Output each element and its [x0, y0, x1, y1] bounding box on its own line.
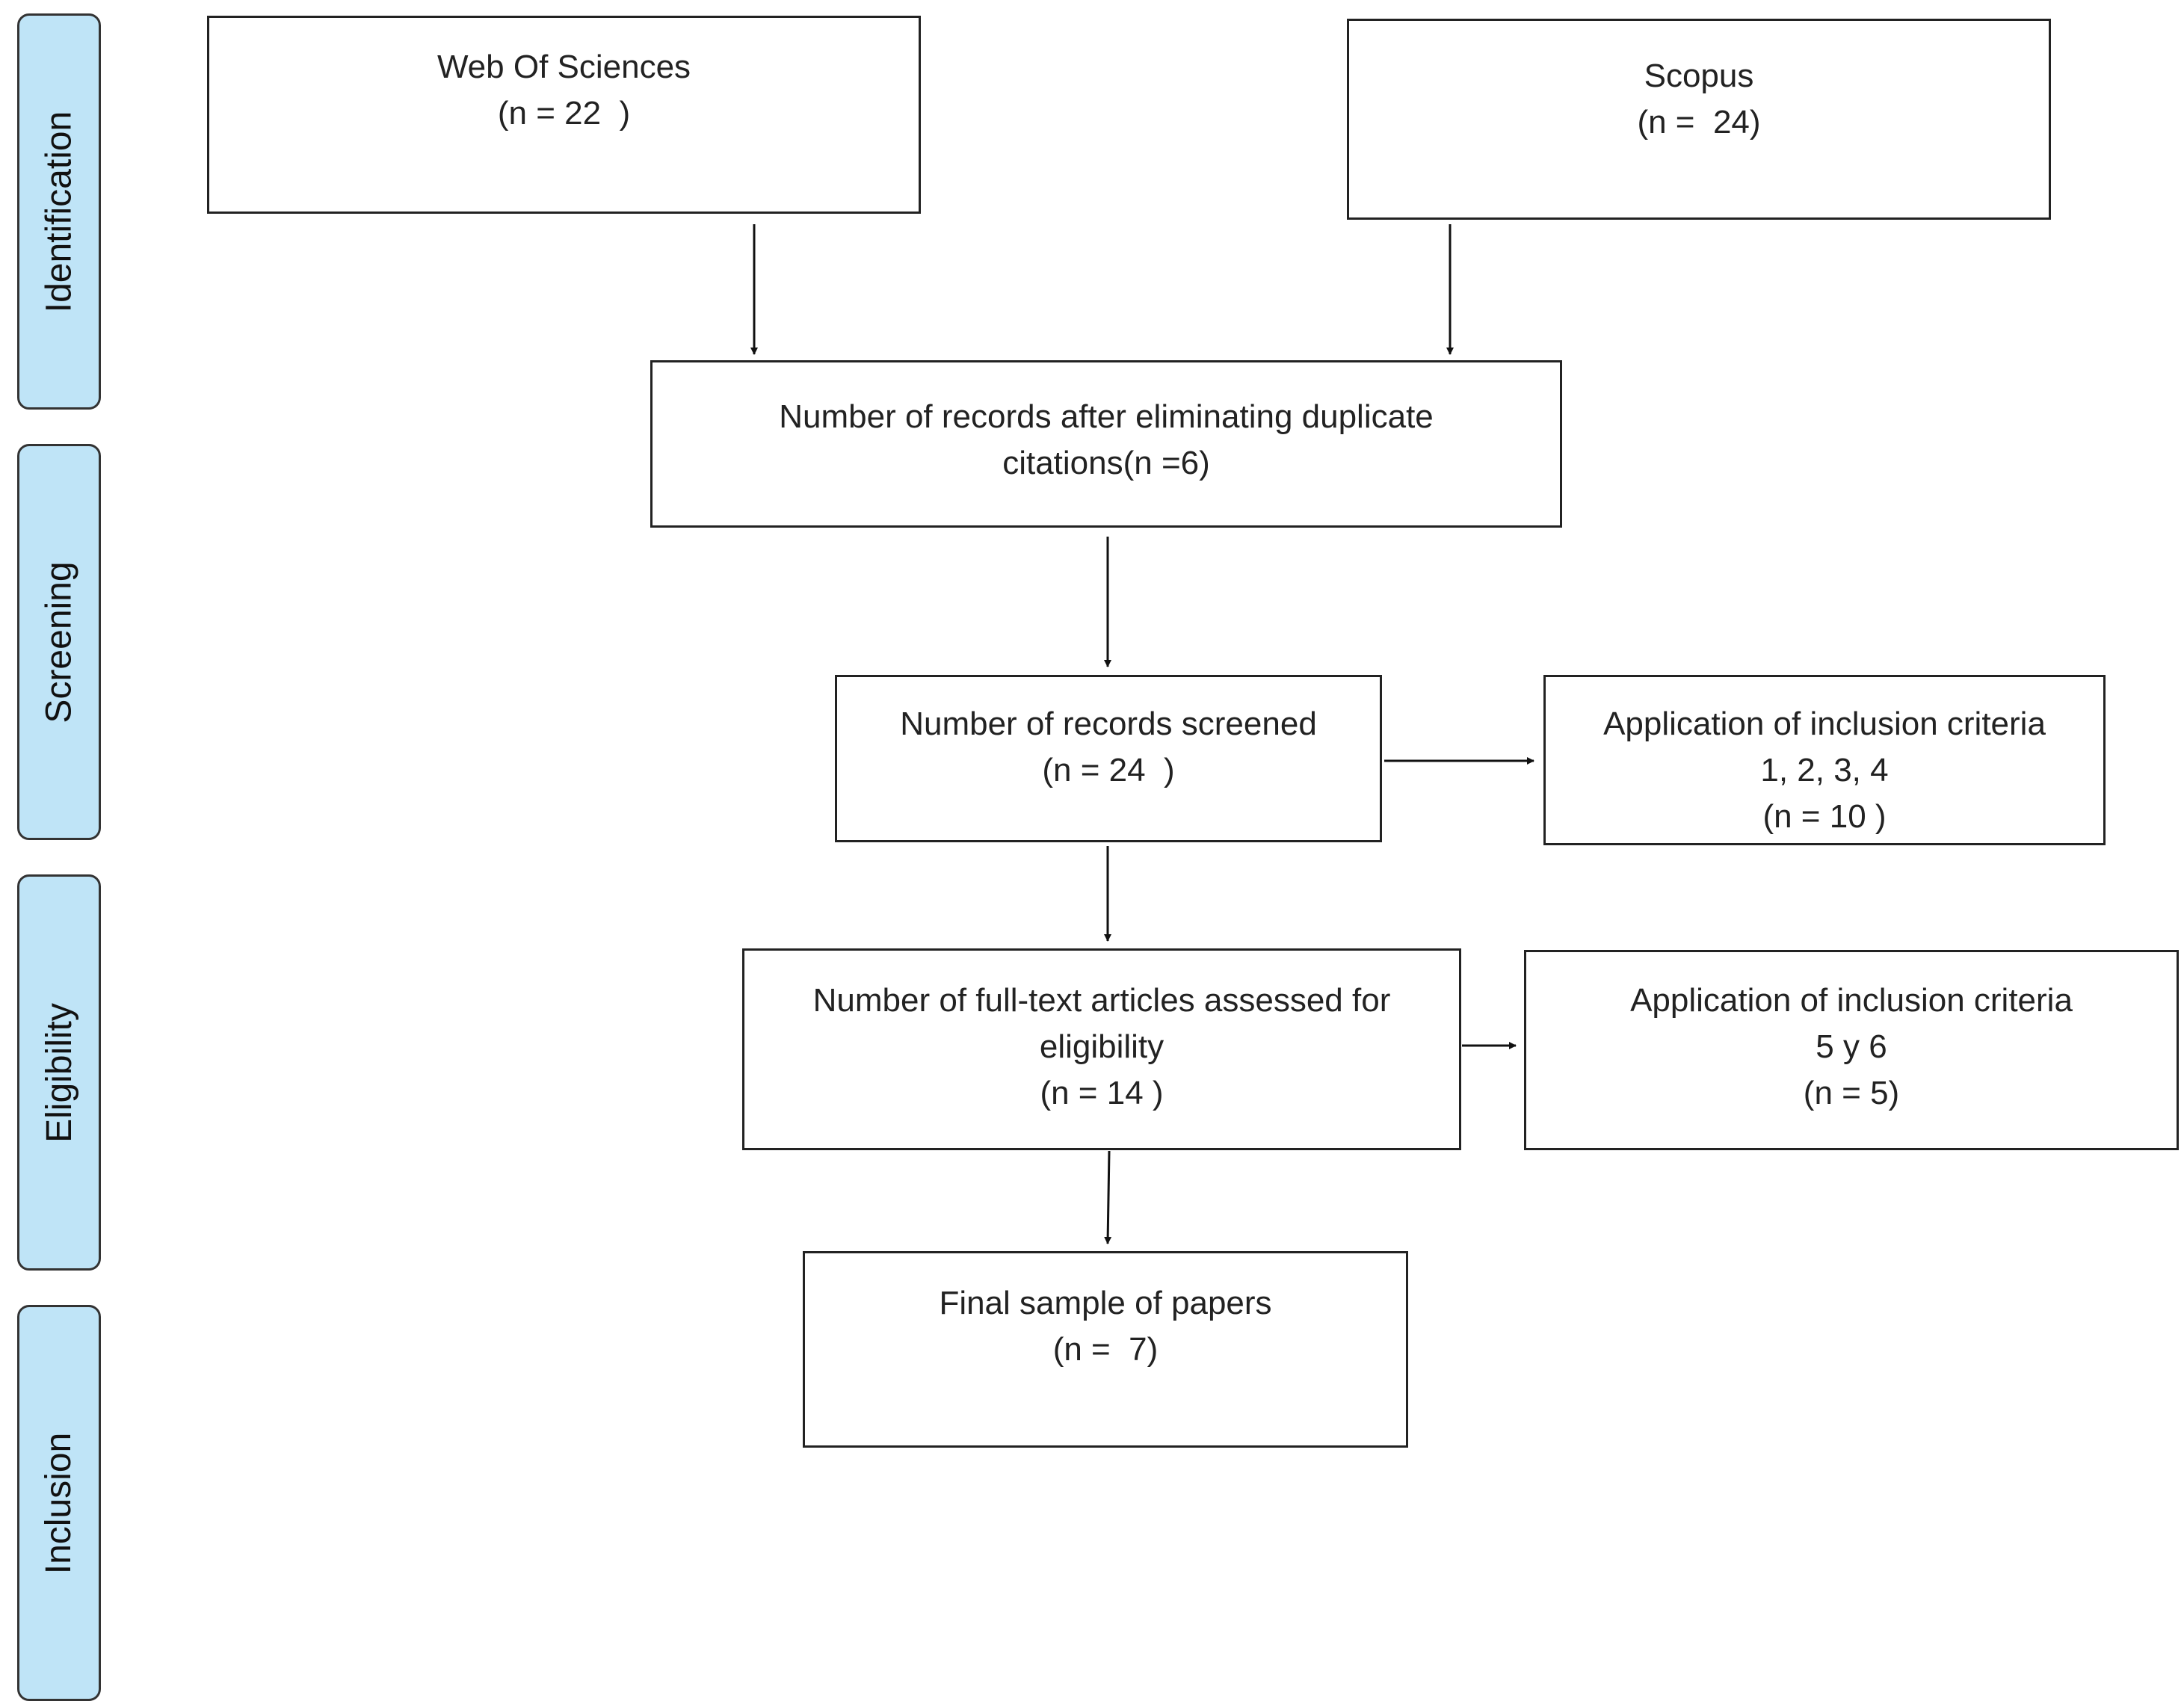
box-scopus-count: (n = 24)	[1637, 104, 1761, 141]
prisma-flow-diagram: Identification Screening Eligibility Inc…	[3, 3, 2181, 1704]
phase-identification: Identification	[17, 13, 101, 410]
box-inclusion-criteria-5-6: Application of inclusion criteria 5 y 6 …	[1524, 950, 2179, 1150]
box-after-duplicates: Number of records after eliminating dupl…	[650, 360, 1562, 528]
arrow-fulltext-to-final	[1104, 1150, 1112, 1244]
box-scopus-title: Scopus	[1644, 58, 1754, 94]
box-final-sample-title: Final sample of papers	[939, 1285, 1272, 1321]
box-web-of-sciences-title: Web Of Sciences	[437, 49, 691, 85]
box-full-text-assessed: Number of full-text articles assessed fo…	[742, 948, 1461, 1150]
box-full-text-assessed-line2: eligibility	[1039, 1028, 1165, 1065]
box-inclusion-criteria-1-4-title: Application of inclusion criteria	[1603, 706, 2046, 742]
box-inclusion-criteria-5-6-title: Application of inclusion criteria	[1630, 982, 2073, 1019]
box-web-of-sciences-count: (n = 22 )	[497, 95, 631, 132]
phase-eligibility: Eligibility	[17, 874, 101, 1271]
box-inclusion-criteria-5-6-list: 5 y 6	[1816, 1028, 1887, 1065]
box-inclusion-criteria-5-6-count: (n = 5)	[1803, 1075, 1900, 1111]
box-inclusion-criteria-1-4-count: (n = 10 )	[1762, 798, 1887, 835]
phase-inclusion: Inclusion	[17, 1305, 101, 1701]
box-web-of-sciences: Web Of Sciences (n = 22 )	[207, 16, 921, 214]
connectors	[750, 224, 1534, 1244]
phase-inclusion-label: Inclusion	[39, 1432, 79, 1574]
phase-screening-label: Screening	[39, 561, 79, 723]
phase-eligibility-label: Eligibility	[39, 1002, 79, 1143]
phase-screening: Screening	[17, 444, 101, 840]
box-inclusion-criteria-1-4: Application of inclusion criteria 1, 2, …	[1543, 675, 2106, 845]
box-final-sample-count: (n = 7)	[1052, 1331, 1159, 1368]
box-records-screened: Number of records screened (n = 24 )	[835, 675, 1382, 842]
box-inclusion-criteria-1-4-list: 1, 2, 3, 4	[1760, 752, 1889, 788]
box-full-text-assessed-line1: Number of full-text articles assessed fo…	[812, 982, 1391, 1019]
box-scopus: Scopus (n = 24)	[1347, 19, 2051, 220]
box-full-text-assessed-count: (n = 14 )	[1040, 1075, 1164, 1111]
box-records-screened-title: Number of records screened	[900, 706, 1317, 742]
box-after-duplicates-line2: citations(n =6)	[1002, 445, 1210, 481]
box-after-duplicates-line1: Number of records after eliminating dupl…	[779, 398, 1434, 435]
box-records-screened-count: (n = 24 )	[1042, 752, 1175, 788]
phase-identification-label: Identification	[39, 111, 79, 312]
box-final-sample: Final sample of papers (n = 7)	[803, 1251, 1408, 1448]
